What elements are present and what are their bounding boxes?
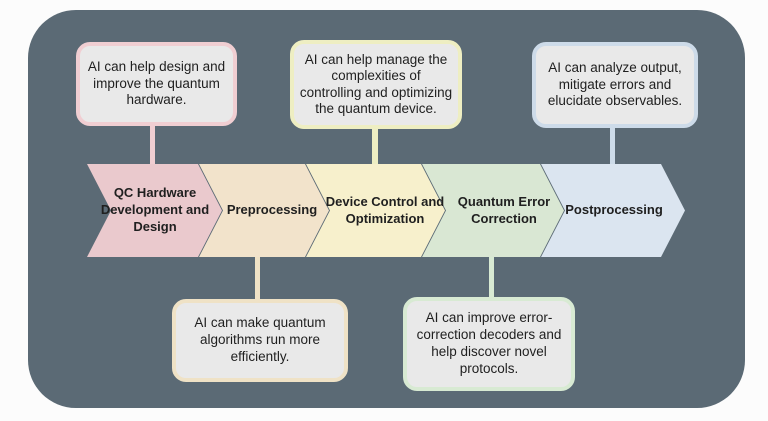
connector-device-control [372, 122, 378, 168]
connector-postprocessing [610, 122, 615, 168]
callout-hardware: AI can help design and improve the quant… [76, 42, 237, 126]
chevron-error-correction [422, 164, 564, 257]
connector-preprocessing [255, 253, 260, 303]
chevron-label-postprocessing: Postprocessing [565, 202, 663, 218]
chevron-preprocessing [199, 164, 329, 257]
connector-error-correction [489, 253, 494, 303]
chevron-label-qc-hardware: QC Hardware Development and Design [100, 185, 210, 234]
chevron-qc-hardware [87, 164, 222, 257]
callout-preprocessing-text: AI can make quantum algorithms run more … [194, 315, 326, 364]
callout-postprocessing: AI can analyze output, mitigate errors a… [532, 42, 698, 128]
chevron-label-device-control: Device Control and Optimization [325, 193, 445, 226]
callout-device-control-text: AI can help manage the complexities of c… [299, 52, 453, 116]
chevron-label-error-correction: Quantum Error Correction [457, 193, 551, 226]
callout-error-correction-text: AI can improve error-correction decoders… [416, 310, 562, 376]
callout-postprocessing-text: AI can analyze output, mitigate errors a… [547, 59, 683, 109]
connector-hardware [150, 120, 155, 168]
chevron-device-control [306, 164, 445, 257]
callout-error-correction: AI can improve error-correction decoders… [403, 297, 575, 391]
chevron-label-preprocessing: Preprocessing [226, 202, 318, 218]
callout-preprocessing: AI can make quantum algorithms run more … [172, 299, 348, 382]
callout-hardware-text: AI can help design and improve the quant… [87, 58, 226, 108]
callout-device-control: AI can help manage the complexities of c… [290, 40, 462, 129]
chevron-postprocessing [541, 164, 685, 257]
